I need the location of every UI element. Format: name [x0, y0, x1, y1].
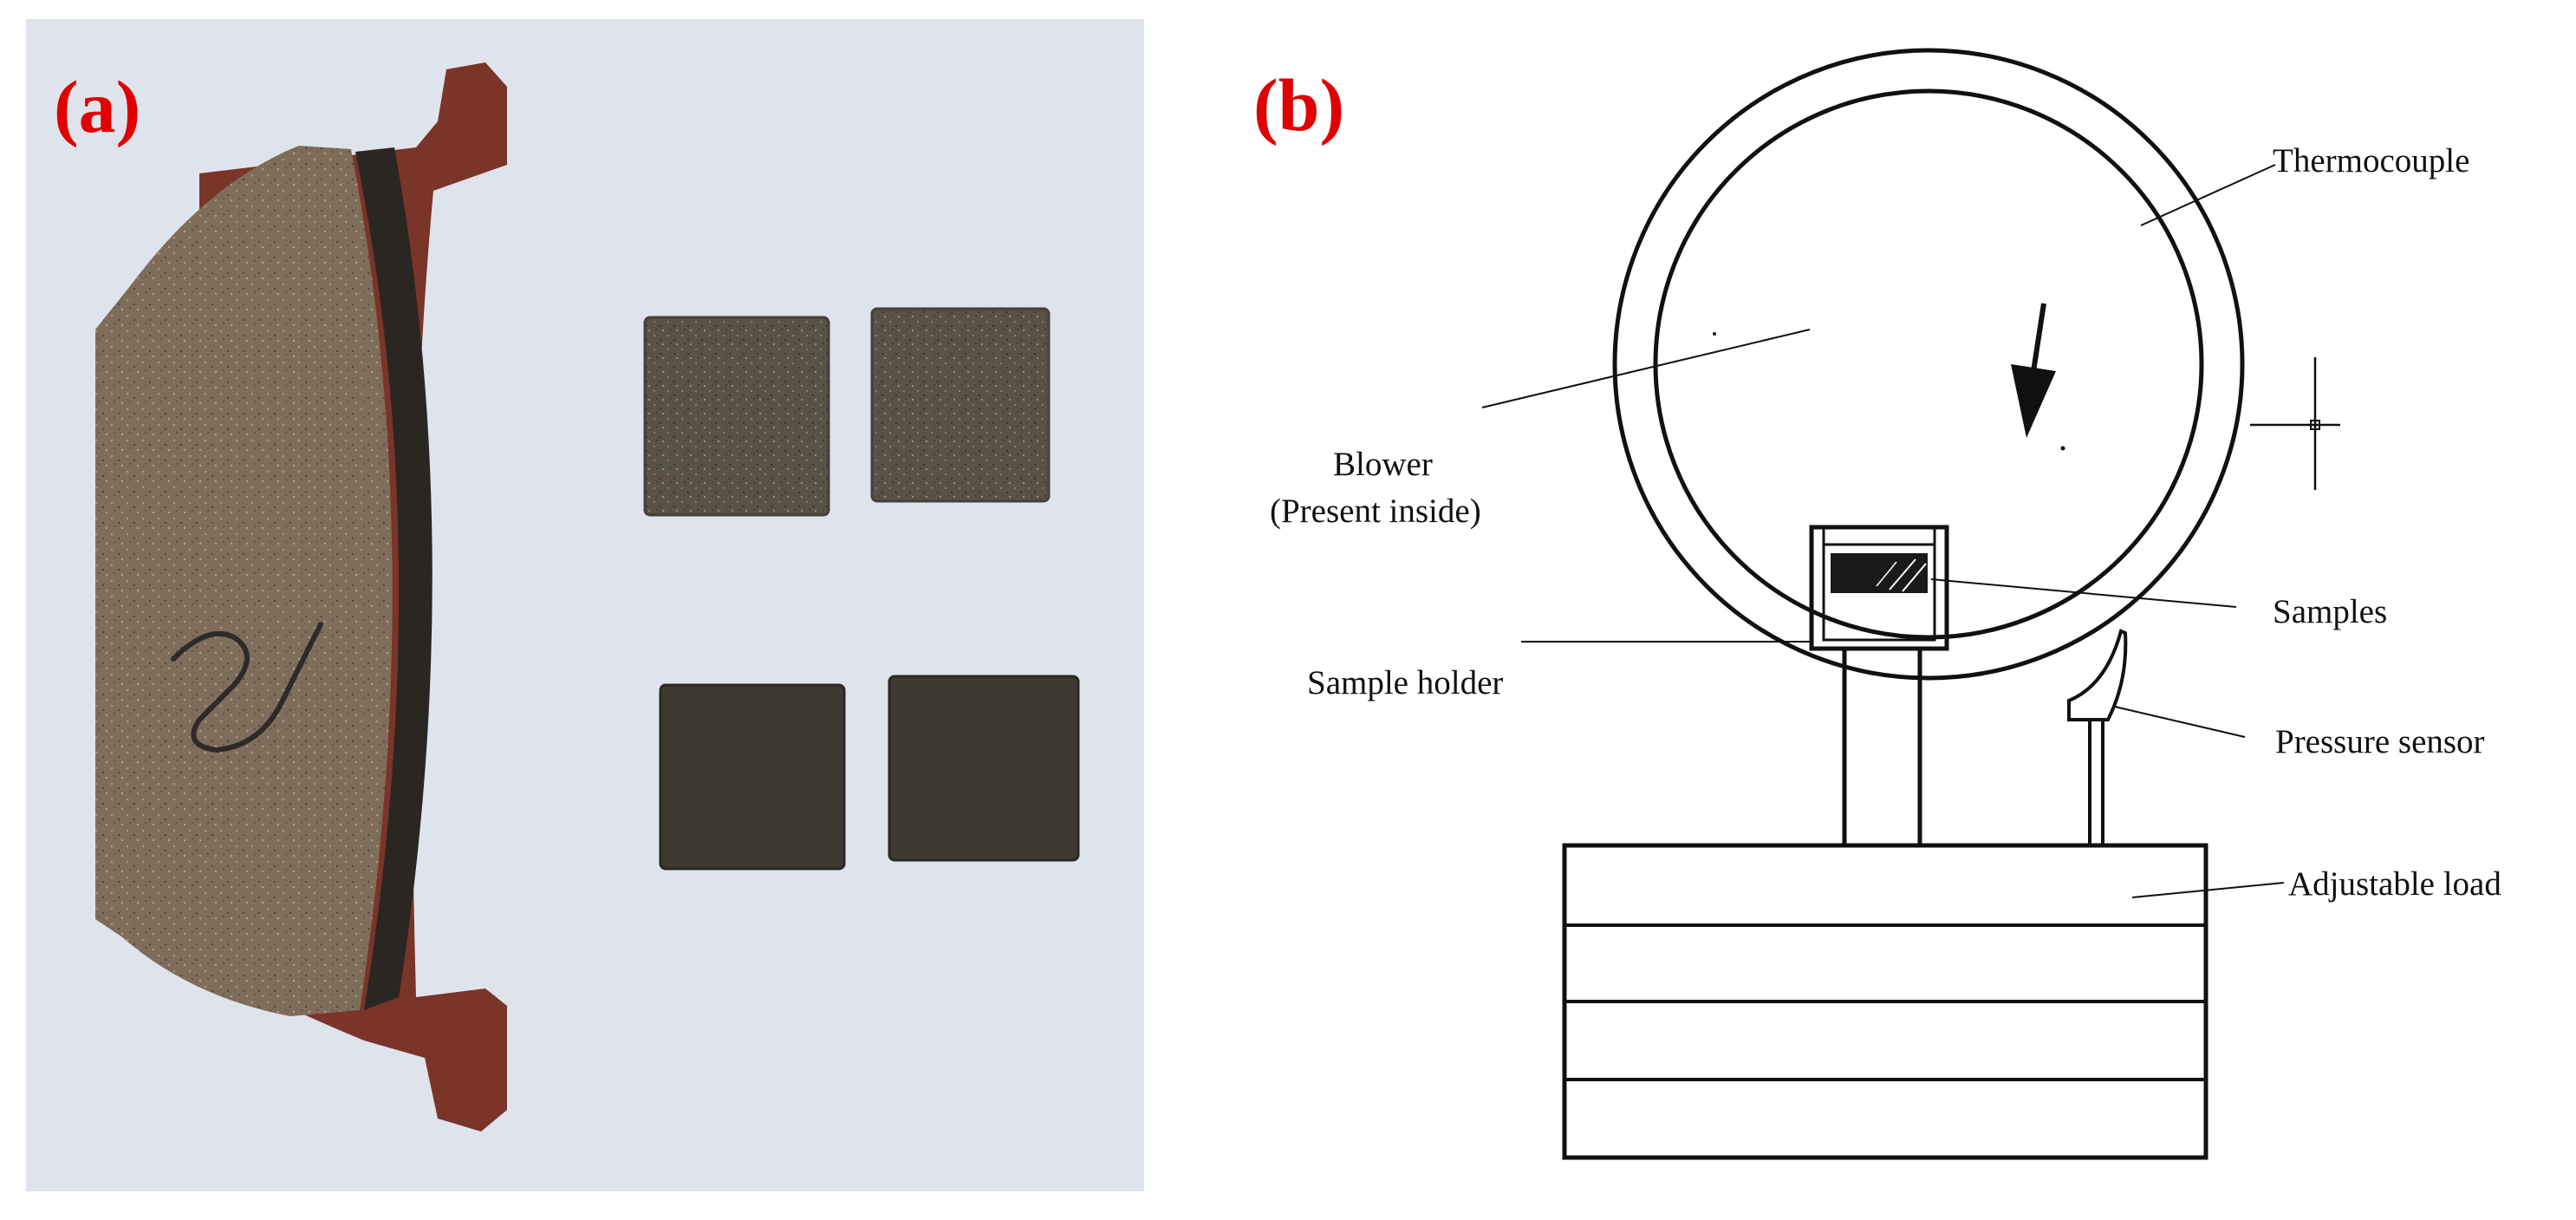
label-samples: Samples — [2273, 593, 2387, 630]
leader-adjustable-load — [2131, 882, 2285, 898]
pressure-sensor — [2067, 629, 2128, 845]
label-sample-holder: Sample holder — [1307, 664, 1503, 701]
leader-thermocouple — [2140, 164, 2276, 226]
label-blower-sub: (Present inside) — [1270, 493, 1481, 530]
leader-blower — [1481, 329, 1811, 408]
adjustable-load — [1562, 843, 2208, 1160]
sample-piece-2 — [870, 307, 1051, 503]
label-adjustable-load: Adjustable load — [2288, 865, 2501, 903]
brake-pad — [95, 62, 507, 1132]
sample-piece-3 — [659, 683, 846, 871]
brake-pad-edge — [355, 147, 433, 1010]
leader-samples — [1930, 578, 2237, 608]
support-shaft — [1842, 649, 1922, 845]
panel-label-b: (b) — [1253, 63, 1344, 147]
brake-pad-friction-surface — [95, 146, 393, 1016]
label-pressure-sensor: Pressure sensor — [2275, 723, 2485, 760]
pen-marking — [171, 622, 323, 754]
blower-chamber — [1653, 88, 2204, 640]
sample-piece-4 — [888, 675, 1080, 862]
label-blower: Blower — [1333, 446, 1433, 483]
sample-holder — [1809, 525, 1949, 651]
panel-label-a: (a) — [54, 65, 140, 148]
leader-pressure-sensor — [2114, 706, 2246, 738]
small-dot-2 — [1713, 332, 1716, 336]
label-thermocouple: Thermocouple — [2273, 142, 2469, 179]
small-dot — [2060, 446, 2065, 451]
samples-block — [1831, 553, 1928, 593]
outer-ring — [1612, 48, 2245, 681]
crosshair-icon — [2250, 357, 2340, 490]
panel-b-schematic: (b) — [1253, 48, 2501, 1160]
rotation-arrow-icon — [2011, 303, 2056, 438]
panel-a-photo: (a) — [26, 19, 1144, 1191]
sample-piece-1 — [643, 316, 830, 517]
